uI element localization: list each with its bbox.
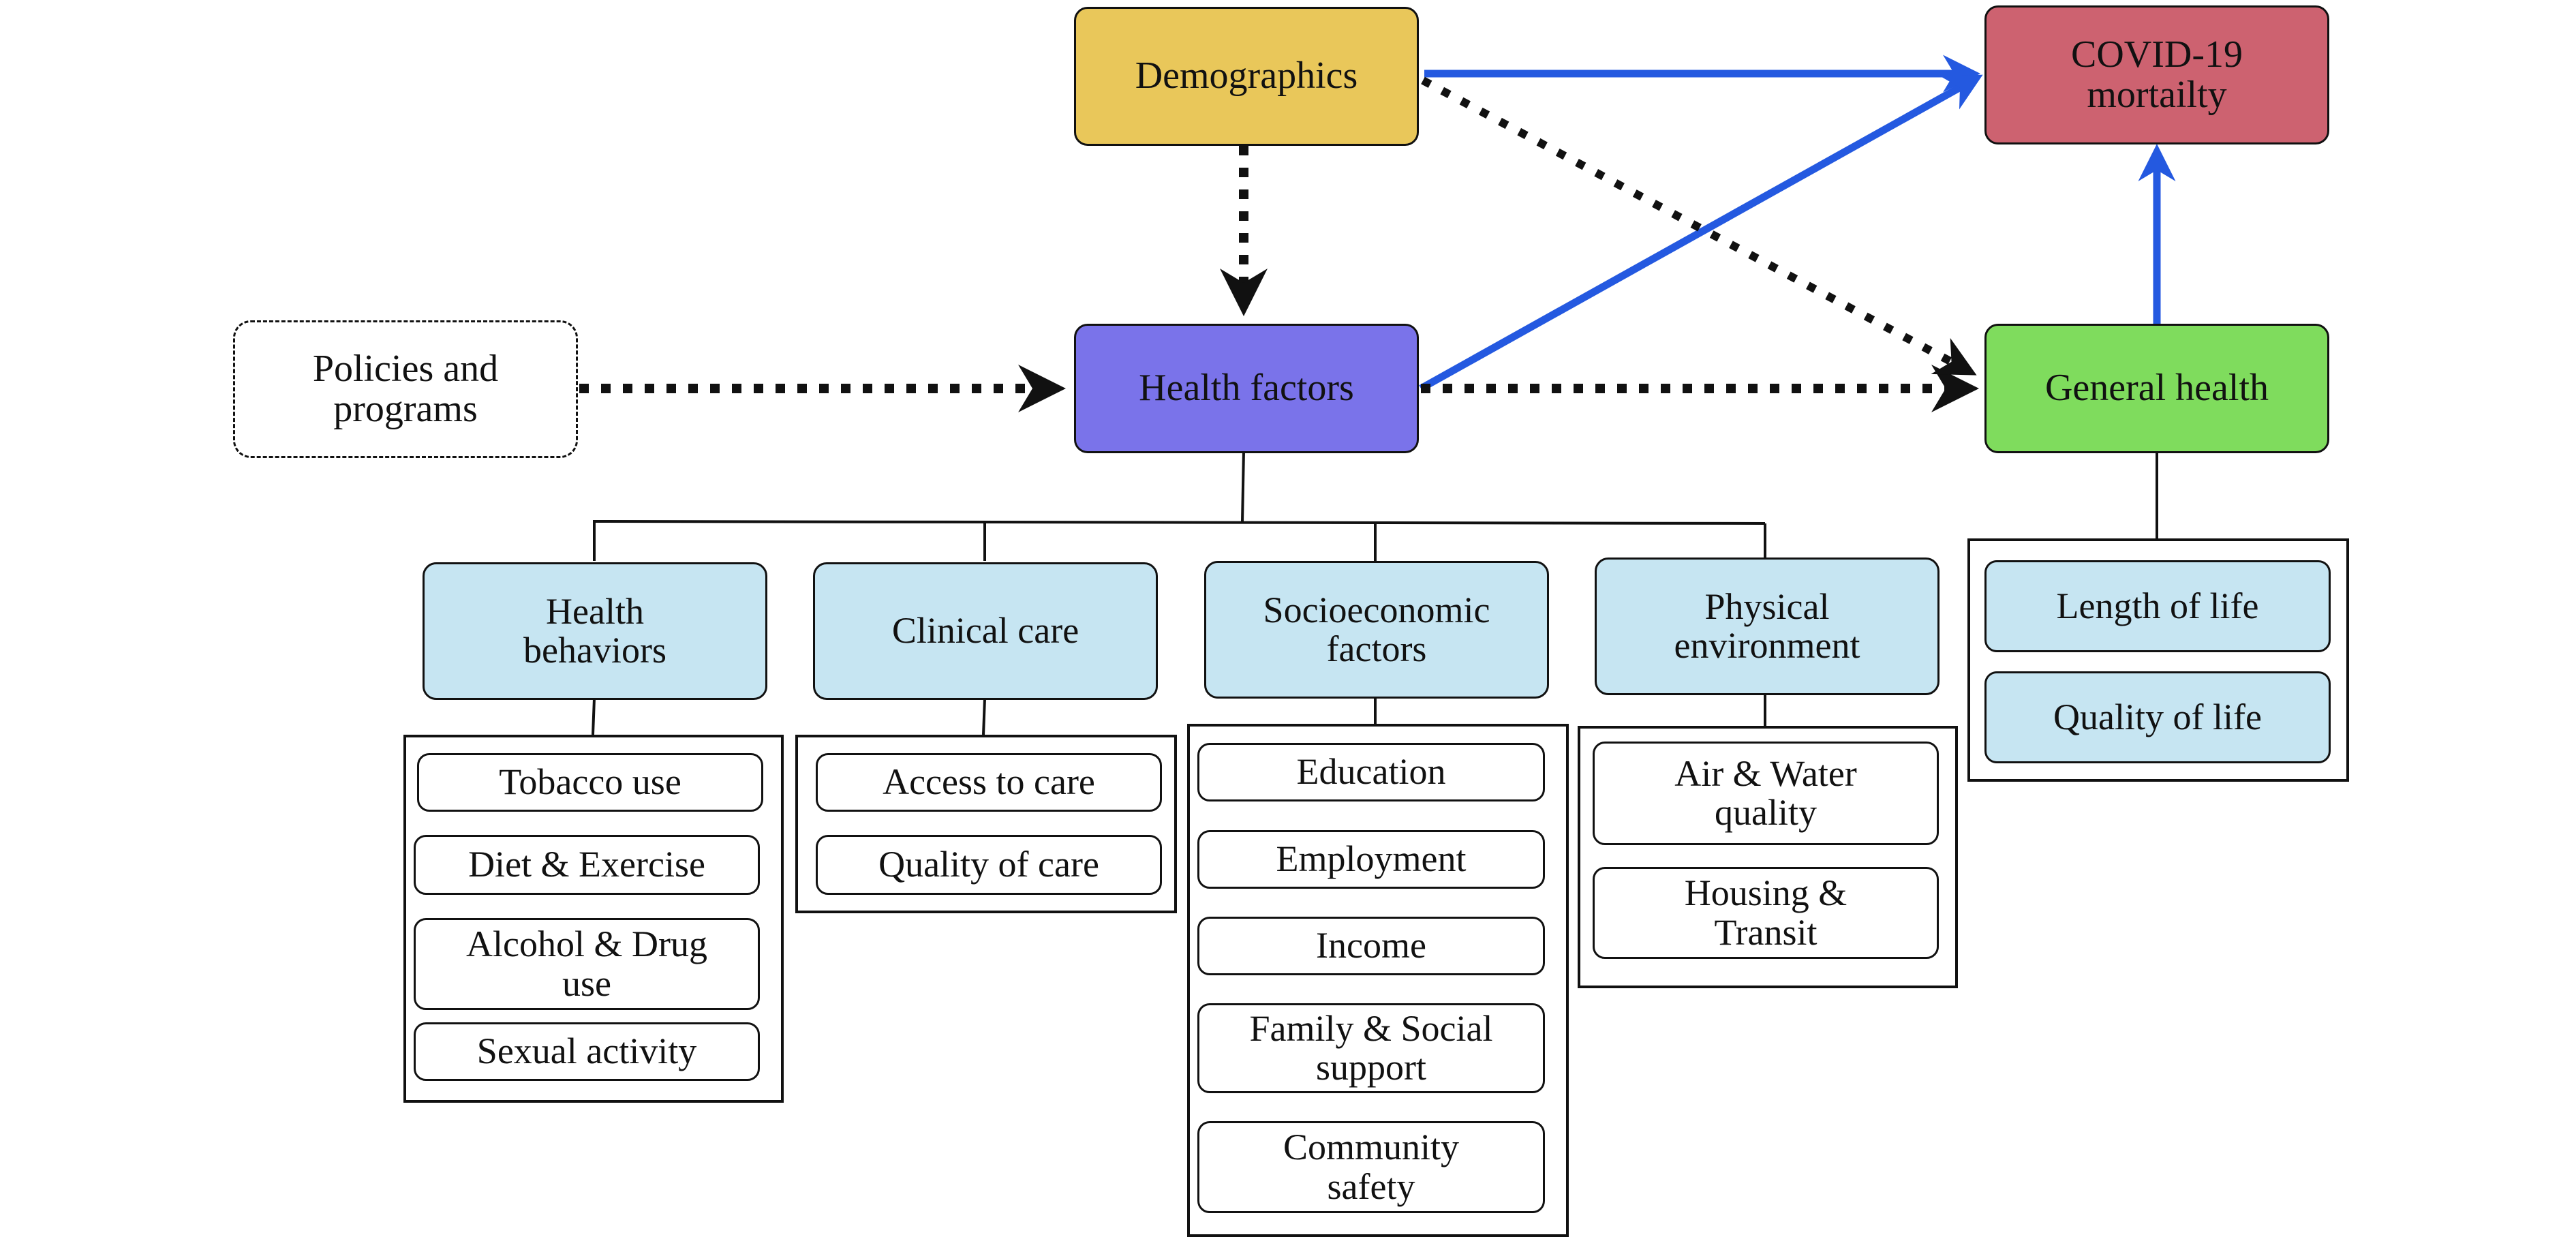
- covid-mortality-node: COVID-19 mortailty: [1984, 5, 2329, 144]
- item-label: Diet & Exercise: [468, 844, 705, 885]
- physical-environment-node: Physical environment: [1595, 558, 1939, 695]
- list-item-community-safety: Community safety: [1197, 1121, 1545, 1213]
- socioeconomic-label: Socioeconomic factors: [1263, 589, 1490, 669]
- physical-environment-label: Physical environment: [1674, 585, 1860, 666]
- health-behaviors-node: Health behaviors: [423, 562, 767, 700]
- item-label: Education: [1296, 751, 1446, 793]
- connector-horizontal: [592, 520, 1766, 525]
- arrow-demographics-to-generalhealth: [1421, 76, 1977, 376]
- health-factors-node: Health factors: [1074, 324, 1419, 453]
- list-item-income: Income: [1197, 917, 1545, 975]
- item-label: Income: [1316, 925, 1426, 966]
- list-item-air-water-quality: Air & Water quality: [1593, 742, 1939, 845]
- connector-clinical-group: [982, 698, 986, 735]
- socioeconomic-group: [1187, 724, 1569, 1237]
- item-label: Access to care: [883, 761, 1095, 803]
- policies-label: Policies and programs: [312, 347, 499, 430]
- item-label: Tobacco use: [499, 761, 681, 803]
- connector-healthfactors-down: [1241, 450, 1245, 522]
- general-health-label: General health: [2044, 367, 2269, 410]
- clinical-care-node: Clinical care: [813, 562, 1158, 700]
- general-health-node: General health: [1984, 324, 2329, 453]
- socioeconomic-node: Socioeconomic factors: [1204, 561, 1549, 699]
- list-item-quality-of-life: Quality of life: [1984, 671, 2331, 763]
- item-label: Employment: [1276, 838, 1467, 880]
- item-label: Sexual activity: [476, 1030, 697, 1072]
- list-item-quality-of-care: Quality of care: [816, 835, 1162, 895]
- list-item-employment: Employment: [1197, 830, 1545, 889]
- list-item-access-to-care: Access to care: [816, 753, 1162, 812]
- item-label: Air & Water quality: [1674, 752, 1857, 833]
- list-item-family-social-support: Family & Social support: [1197, 1003, 1545, 1093]
- physical-environment-group: [1578, 726, 1958, 988]
- item-label: Quality of care: [878, 844, 1099, 885]
- item-label: Housing & Transit: [1684, 872, 1847, 953]
- connector-behaviors-group: [592, 698, 596, 735]
- covid-mortality-label: COVID-19 mortailty: [2071, 33, 2243, 116]
- list-item-education: Education: [1197, 743, 1545, 801]
- list-item-tobacco-use: Tobacco use: [417, 753, 763, 812]
- item-label: Quality of life: [2053, 696, 2262, 737]
- health-behaviors-label: Health behaviors: [523, 590, 666, 671]
- item-label: Alcohol & Drug use: [466, 923, 707, 1004]
- arrow-healthfactors-to-mortality: [1419, 74, 1983, 392]
- item-label: Length of life: [2056, 585, 2259, 626]
- list-item-housing-transit: Housing & Transit: [1593, 867, 1939, 959]
- item-label: Family & Social support: [1249, 1007, 1493, 1088]
- list-item-length-of-life: Length of life: [1984, 560, 2331, 652]
- clinical-care-group: [795, 735, 1177, 913]
- list-item-diet-exercise: Diet & Exercise: [414, 835, 760, 895]
- item-label: Community safety: [1283, 1127, 1460, 1207]
- policies-node: Policies and programs: [233, 320, 578, 458]
- demographics-label: Demographics: [1135, 55, 1358, 97]
- demographics-node: Demographics: [1074, 7, 1419, 146]
- list-item-sexual-activity: Sexual activity: [414, 1022, 760, 1081]
- general-health-group: [1967, 538, 2349, 782]
- clinical-care-label: Clinical care: [891, 610, 1079, 652]
- health-factors-label: Health factors: [1139, 367, 1354, 410]
- health-behaviors-group: [403, 735, 784, 1103]
- list-item-alcohol-drug: Alcohol & Drug use: [414, 918, 760, 1010]
